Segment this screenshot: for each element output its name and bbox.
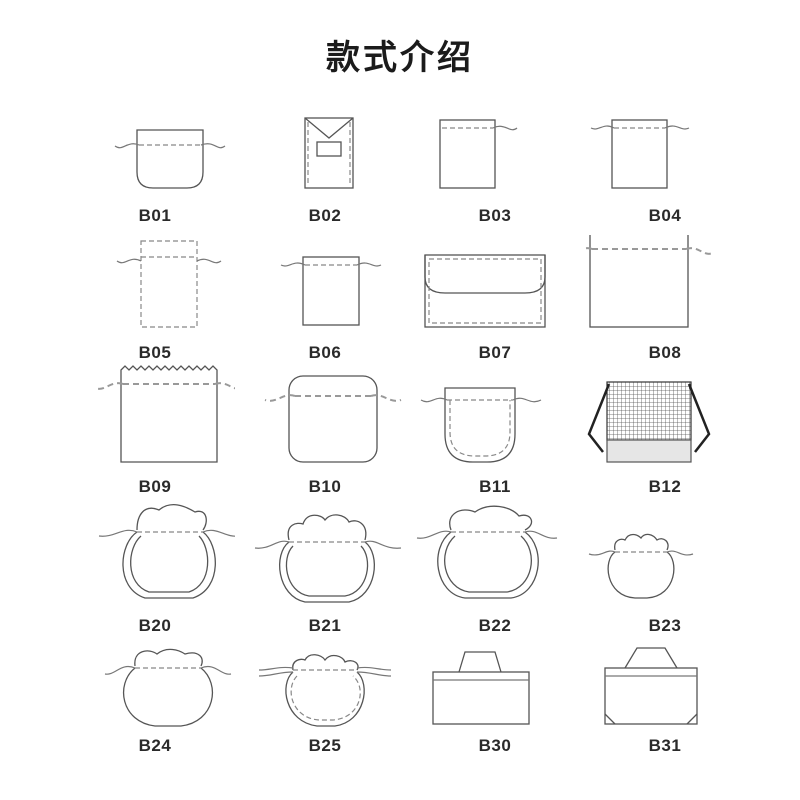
- zigzag-top-drawstring-pouch-icon: [94, 365, 235, 463]
- drawstring-rectangle-pouch-icon: [590, 119, 690, 189]
- style-code: B03: [478, 206, 512, 225]
- style-code: B11: [479, 477, 511, 496]
- style-code: B08: [648, 343, 682, 362]
- mesh-drawstring-backpack-icon: [587, 381, 711, 463]
- style-item-b12[interactable]: B12: [585, 362, 745, 496]
- drawstring-pouch-rounded-bottom-icon: [114, 129, 226, 189]
- style-item-b30[interactable]: B30: [415, 640, 575, 755]
- style-code: B02: [308, 206, 342, 225]
- style-code: B09: [138, 477, 172, 496]
- style-code: B31: [648, 736, 682, 755]
- style-item-b24[interactable]: B24: [75, 640, 235, 755]
- style-item-b11[interactable]: B11: [415, 362, 575, 496]
- style-item-b04[interactable]: B04: [585, 100, 745, 225]
- style-code: B12: [648, 477, 682, 496]
- style-item-b08[interactable]: B08: [585, 235, 745, 362]
- rectangle-pouch-icon: [439, 119, 518, 189]
- style-code: B21: [308, 616, 342, 635]
- style-item-b25[interactable]: B25: [245, 640, 405, 755]
- style-code: B01: [138, 206, 172, 225]
- small-ruffle-pouch-icon: [588, 533, 694, 599]
- style-code: B23: [648, 616, 682, 635]
- style-code: B05: [138, 343, 172, 362]
- gourd-pouch-wide-icon: [416, 505, 558, 599]
- style-code: B04: [648, 206, 682, 225]
- style-code: B07: [478, 343, 512, 362]
- style-code: B30: [478, 736, 512, 755]
- style-item-b31[interactable]: B31: [585, 640, 745, 755]
- envelope-flap-pouch-icon: [304, 117, 354, 189]
- style-code: B25: [308, 736, 342, 755]
- large-drawstring-pouch-icon: [585, 235, 714, 328]
- gourd-pouch-icon: [98, 504, 235, 599]
- envelope-pouch-icon: [424, 254, 546, 328]
- round-bottom-pouch-icon: [104, 648, 232, 727]
- gourd-pouch-ruffle-icon: [254, 514, 402, 603]
- page-title: 款式介绍: [326, 38, 474, 78]
- style-item-b09[interactable]: B09: [75, 362, 235, 496]
- style-code: B24: [138, 736, 172, 755]
- style-item-b07[interactable]: B07: [415, 235, 575, 362]
- flat-tote-bag-icon: [432, 651, 530, 725]
- style-item-b05[interactable]: B05: [75, 235, 235, 362]
- small-drawstring-pouch-icon: [280, 256, 382, 326]
- style-item-b01[interactable]: B01: [75, 100, 235, 225]
- style-item-b03[interactable]: B03: [415, 100, 575, 225]
- style-item-b06[interactable]: B06: [245, 235, 405, 362]
- style-code: B20: [138, 616, 172, 635]
- gusset-tote-bag-icon: [604, 647, 698, 725]
- style-item-b23[interactable]: B23: [585, 498, 745, 635]
- rounded-drawstring-pouch-icon: [420, 387, 542, 463]
- style-item-b20[interactable]: B20: [75, 498, 235, 635]
- style-item-b22[interactable]: B22: [415, 498, 575, 635]
- rounded-square-drawstring-pouch-icon: [264, 375, 402, 463]
- style-code: B22: [478, 616, 512, 635]
- style-item-b21[interactable]: B21: [245, 498, 405, 635]
- style-code: B06: [308, 343, 342, 362]
- dashed-drawstring-pouch-icon: [116, 240, 222, 328]
- style-code: B10: [308, 477, 342, 496]
- scalloped-round-pouch-icon: [258, 654, 392, 727]
- style-item-b02[interactable]: B02: [245, 100, 405, 225]
- style-item-b10[interactable]: B10: [245, 362, 405, 496]
